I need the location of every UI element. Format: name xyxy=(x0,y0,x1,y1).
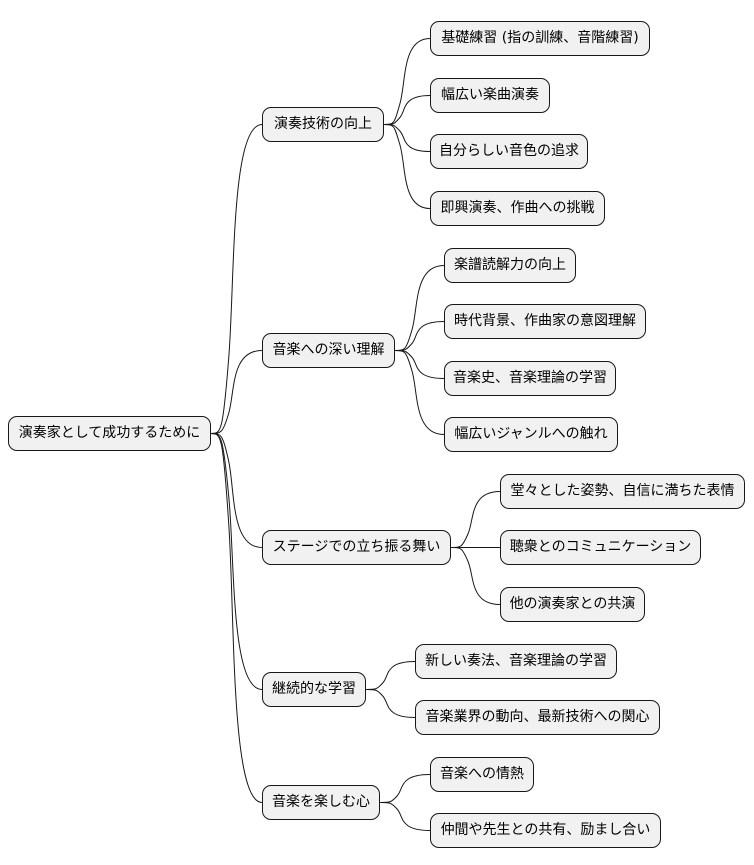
leaf-node-industry-trends: 音楽業界の動向、最新技術への関心 xyxy=(415,700,660,735)
connector-root-to-branch-node-continuous-learning xyxy=(210,433,263,690)
connector-branch-node-technique-to-leaf-node-own-tone xyxy=(383,124,431,152)
connector-branch-node-enjoy-music-to-leaf-node-passion xyxy=(379,774,431,803)
connector-branch-node-understanding-to-leaf-node-genres xyxy=(394,350,445,435)
leaf-node-genres: 幅広いジャンルへの触れ xyxy=(444,417,618,452)
connector-branch-node-continuous-learning-to-leaf-node-industry-trends xyxy=(365,689,416,718)
connector-branch-node-technique-to-leaf-node-improvisation xyxy=(383,124,431,209)
connector-root-to-branch-node-technique xyxy=(210,124,263,434)
connector-branch-node-understanding-to-leaf-node-score-reading xyxy=(394,265,445,351)
connector-branch-node-stage-presence-to-leaf-node-ensemble xyxy=(450,547,501,605)
connector-root-to-branch-node-understanding xyxy=(210,350,263,434)
leaf-node-audience-communication: 聴衆とのコミュニケーション xyxy=(500,530,701,565)
connector-root-to-branch-node-enjoy-music xyxy=(210,433,263,803)
leaf-node-improvisation: 即興演奏、作曲への挑戦 xyxy=(430,191,605,226)
branch-node-enjoy-music: 音楽を楽しむ心 xyxy=(262,785,380,820)
leaf-node-passion: 音楽への情熱 xyxy=(430,757,534,792)
leaf-node-ensemble: 他の演奏家との共演 xyxy=(500,587,645,622)
branch-node-stage-presence: ステージでの立ち振る舞い xyxy=(262,530,451,565)
leaf-node-score-reading: 楽譜読解力の向上 xyxy=(444,248,576,283)
connector-root-to-branch-node-stage-presence xyxy=(210,433,263,548)
connector-branch-node-technique-to-leaf-node-wide-repertoire xyxy=(383,95,431,125)
leaf-node-basic-practice: 基礎練習 (指の訓練、音階練習) xyxy=(430,21,650,56)
connector-branch-node-stage-presence-to-leaf-node-confident-posture xyxy=(450,491,501,548)
connector-branch-node-enjoy-music-to-leaf-node-sharing-encouragement xyxy=(379,802,431,831)
branch-node-understanding: 音楽への深い理解 xyxy=(262,333,395,368)
leaf-node-music-history: 音楽史、音楽理論の学習 xyxy=(444,361,616,396)
connector-branch-node-understanding-to-leaf-node-music-history xyxy=(394,350,445,379)
leaf-node-sharing-encouragement: 仲間や先生との共有、励まし合い xyxy=(430,813,661,848)
leaf-node-wide-repertoire: 幅広い楽曲演奏 xyxy=(430,78,550,113)
leaf-node-own-tone: 自分らしい音色の追求 xyxy=(430,134,588,169)
branch-node-continuous-learning: 継続的な学習 xyxy=(262,672,366,707)
branch-node-technique: 演奏技術の向上 xyxy=(262,107,384,142)
connector-branch-node-understanding-to-leaf-node-historical-context xyxy=(394,321,445,351)
root-node: 演奏家として成功するために xyxy=(8,416,211,451)
connector-branch-node-technique-to-leaf-node-basic-practice xyxy=(383,38,431,125)
leaf-node-confident-posture: 堂々とした姿勢、自信に満ちた表情 xyxy=(500,474,745,509)
leaf-node-historical-context: 時代背景、作曲家の意図理解 xyxy=(444,304,646,339)
connector-branch-node-continuous-learning-to-leaf-node-new-techniques xyxy=(365,661,416,690)
leaf-node-new-techniques: 新しい奏法、音楽理論の学習 xyxy=(415,644,617,679)
